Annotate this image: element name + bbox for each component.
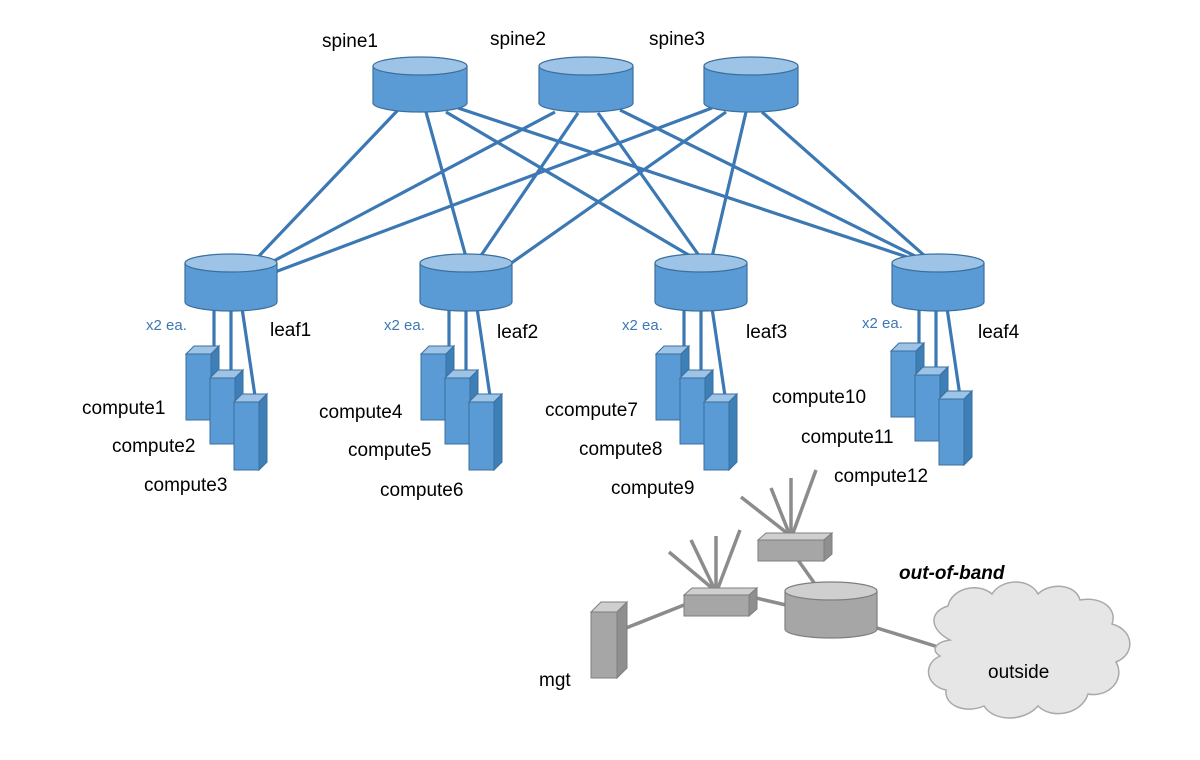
compute6-label: compute6	[380, 480, 463, 501]
oob-ray	[689, 539, 716, 589]
link-mgt-switch-a	[625, 603, 685, 630]
outside-label: outside	[988, 662, 1049, 683]
link-spine3-leaf1	[274, 106, 713, 274]
leaf1-label: leaf1	[270, 320, 311, 341]
leaf4-label: leaf4	[978, 322, 1020, 343]
leaf-switch-4	[891, 253, 985, 312]
compute4-label: compute4	[319, 402, 403, 423]
compute1-label: compute1	[82, 398, 165, 419]
oob-network	[589, 469, 1131, 719]
oob-router	[784, 581, 878, 639]
leaf3-label: leaf3	[746, 322, 787, 343]
link-leaf2-compute	[475, 307, 492, 397]
leaf-switch-1	[184, 253, 278, 312]
link-spine1-leaf3	[445, 110, 693, 259]
compute-group-leaf2	[419, 344, 504, 472]
compute8-label: compute8	[579, 439, 662, 460]
compute-server	[232, 392, 269, 472]
compute5-label: compute5	[348, 440, 431, 461]
leaf-compute-links	[212, 307, 962, 397]
labels: spine1 spine2 spine3 leaf1 leaf2 leaf3 l…	[82, 29, 1049, 691]
spine-switch-1	[372, 56, 468, 113]
link-spine2-leaf3	[596, 112, 702, 258]
spine1-label: spine1	[322, 31, 378, 52]
compute10-label: compute10	[772, 387, 866, 408]
compute-group-leaf1	[184, 344, 269, 472]
oob-ray	[791, 469, 818, 534]
compute-group-leaf3	[654, 344, 739, 472]
link-switch-a-router	[755, 596, 787, 607]
leaf4-multiplier: x2 ea.	[862, 315, 903, 332]
link-spine1-leaf2	[424, 111, 468, 258]
oob-switch-b-rays	[739, 469, 818, 535]
compute-group-leaf4	[889, 341, 974, 467]
spine-switch-3	[703, 56, 799, 113]
link-leaf1-compute	[240, 307, 257, 397]
leaf1-multiplier: x2 ea.	[146, 317, 187, 334]
oob-ray	[769, 487, 791, 534]
link-spine2-leaf2	[478, 112, 580, 258]
oob-switch-a-rays	[667, 529, 742, 590]
link-spine3-leaf4	[760, 110, 928, 259]
link-spine3-leaf3	[710, 111, 748, 258]
mgt-server	[589, 600, 629, 680]
compute3-label: compute3	[144, 475, 227, 496]
oob-ray	[716, 529, 742, 589]
compute11-label: compute11	[801, 427, 894, 448]
link-spine2-leaf1	[267, 110, 556, 266]
compute9-label: compute9	[611, 478, 694, 499]
oob-ray	[667, 550, 714, 590]
compute-server	[702, 392, 739, 472]
compute-server	[937, 389, 974, 467]
link-leaf3-compute	[710, 307, 727, 397]
link-spine2-leaf4	[619, 108, 918, 259]
spine-switch-2	[538, 56, 634, 113]
outside-cloud	[927, 581, 1131, 719]
leaf3-multiplier: x2 ea.	[622, 317, 663, 334]
out-of-band-label: out-of-band	[899, 563, 1005, 584]
leaf-switch-3	[654, 253, 748, 312]
mgt-label: mgt	[539, 670, 571, 691]
compute-server	[467, 392, 504, 472]
oob-ray	[739, 495, 789, 535]
link-spine1-leaf1	[256, 108, 400, 259]
link-spine1-leaf4	[457, 106, 908, 259]
compute12-label: compute12	[834, 466, 928, 487]
link-leaf4-compute	[945, 307, 962, 397]
oob-switch-b	[756, 531, 834, 563]
spine-leaf-links	[256, 106, 928, 274]
spine3-label: spine3	[649, 29, 705, 50]
link-switch-b-router	[796, 558, 817, 586]
link-spine3-leaf2	[509, 110, 727, 266]
compute7-label: ccompute7	[545, 400, 638, 421]
leaf-switch-2	[419, 253, 513, 312]
compute2-label: compute2	[112, 436, 195, 457]
spine2-label: spine2	[490, 29, 546, 50]
leaf2-label: leaf2	[497, 322, 538, 343]
leaf2-multiplier: x2 ea.	[384, 317, 425, 334]
oob-switch-a	[682, 586, 759, 618]
